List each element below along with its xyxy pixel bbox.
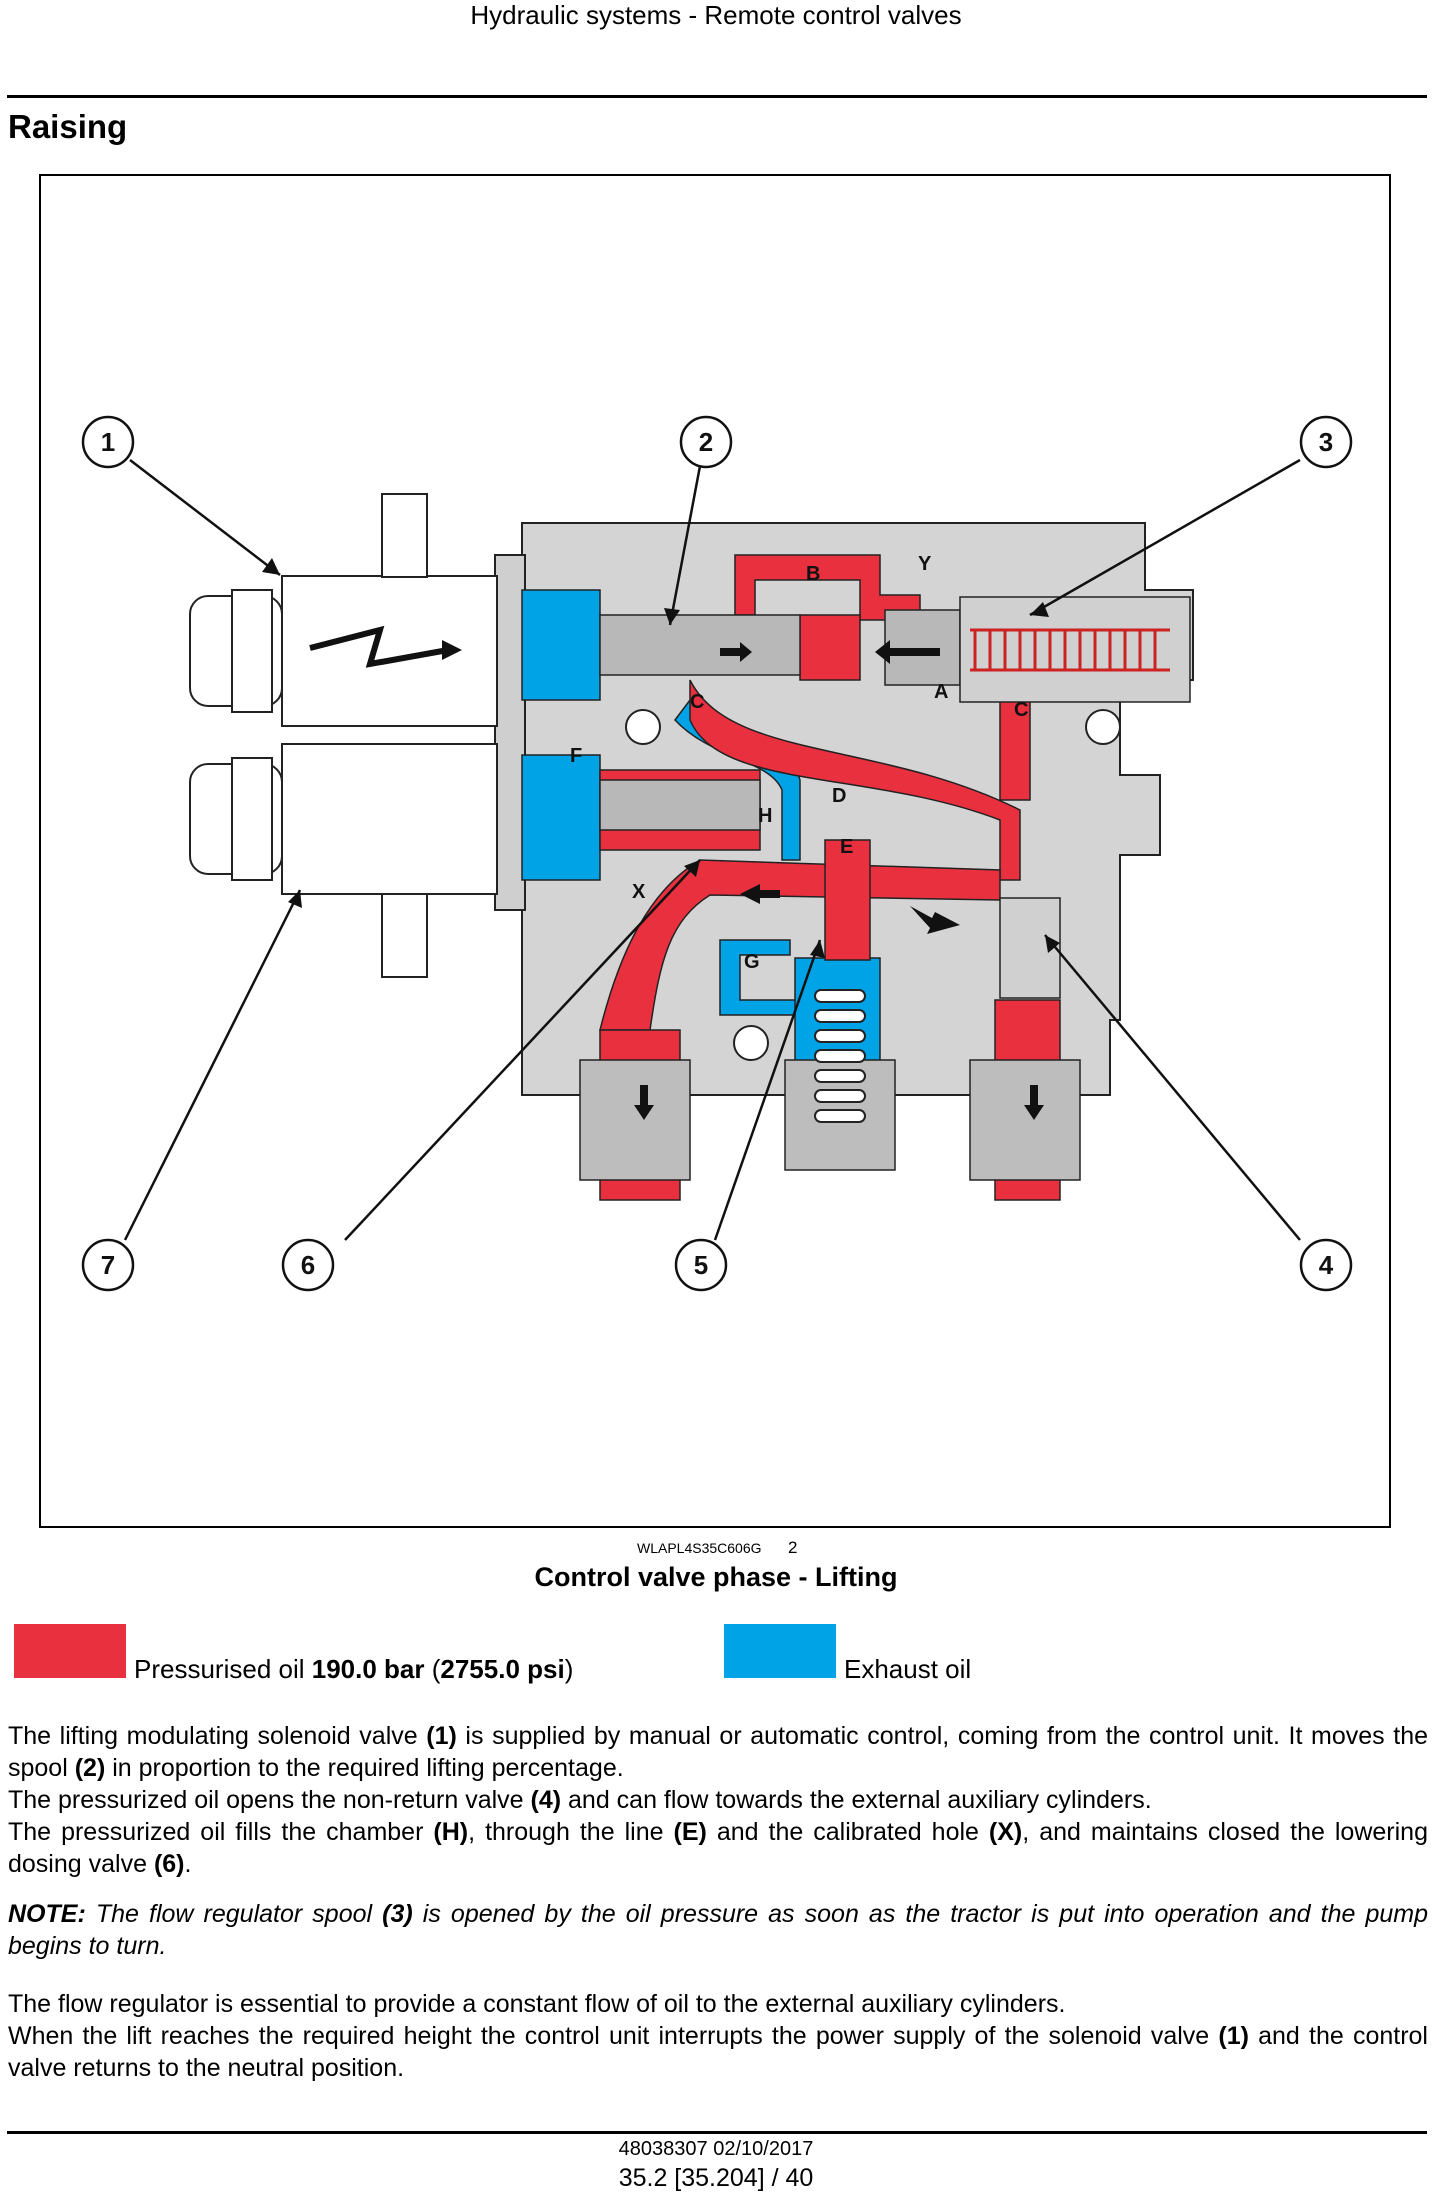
description-paragraph-3: The flow regulator is essential to provi… [8,1988,1428,2084]
p1-ref: (2) [74,1754,106,1782]
p1-ref: (6) [153,1850,185,1878]
note-ref: (3) [382,1900,413,1928]
port-label-e: E [840,836,853,858]
p1-text: . [184,1850,192,1878]
port-label-a: A [934,681,948,703]
pressurised-oil-legend: Pressurised oil 190.0 bar (2755.0 psi) [134,1654,573,1685]
p1-text: , through the line [468,1818,674,1846]
callout-3 [1299,415,1353,469]
figure-caption: Control valve phase - Lifting [534,1562,898,1592]
flow-regulator-spring [970,628,1170,672]
callout-6-label: 6 [301,1250,315,1280]
port-label-x: X [632,881,646,903]
port-label-f: F [570,745,582,767]
callout-2 [679,415,733,469]
callout-4 [1299,1238,1353,1292]
callout-leader-lines [123,458,1301,1241]
pressurised-oil-close-paren: ) [564,1654,574,1684]
p1-text: and the calibrated hole [706,1818,989,1846]
p1-text: , and maintains closed the lowering dosi… [8,1818,1428,1878]
p1-text: The pressurized oil fills the chamber [8,1818,434,1846]
footer-page-number: 35.2 [35.204] / 40 [618,2164,814,2192]
dosing-valve-spring [814,989,866,1123]
header-divider [7,95,1427,98]
exhaust-oil-legend: Exhaust oil [844,1654,972,1684]
callout-4-label: 4 [1319,1250,1334,1280]
p3-text: The flow regulator is essential to provi… [8,1990,1066,2018]
p1-ref: (E) [673,1818,707,1846]
note-text: is opened by the oil pressure as soon as… [8,1900,1428,1960]
port-label-c-left: C [690,691,704,713]
pressurised-oil-label: Pressurised oil [134,1654,305,1684]
callout-6 [281,1238,335,1292]
figure-frame [39,174,1391,1528]
callout-arrowheads [262,558,1060,958]
p1-text: in proportion to the required lifting pe… [105,1754,624,1782]
exhaust-oil-swatch [724,1624,836,1678]
callout-2-label: 2 [699,427,713,457]
callout-3-label: 3 [1319,427,1333,457]
callout-1 [81,415,135,469]
pressurised-oil-bar: 190.0 bar [311,1654,425,1684]
port-label-b: B [806,563,820,585]
pressurised-oil-open-paren: ( [424,1654,441,1684]
figure-code: WLAPL4S35C606G [637,1540,762,1556]
section-heading: Raising [8,108,128,145]
note-paragraph: NOTE: The flow regulator spool (3) is op… [8,1898,1428,1962]
p1-text: The pressurized oil opens the non-return… [8,1786,531,1814]
pressurised-oil-swatch [14,1624,126,1678]
p1-text: and can flow towards the external auxili… [561,1786,1152,1814]
p1-ref: (X) [988,1818,1023,1846]
p3-text: When the lift reaches the required heigh… [8,2022,1219,2050]
p1-text: is supplied by manual or automatic contr… [8,1722,1428,1782]
pressurised-oil-psi: 2755.0 psi [440,1654,565,1684]
p1-ref: (4) [530,1786,562,1814]
p1-ref: (1) [426,1722,457,1750]
callout-7-label: 7 [101,1250,115,1280]
callout-5 [674,1238,728,1292]
lightning-symbol [309,625,449,668]
body-holes [625,709,1121,1061]
mechanical-parts [579,596,1191,1181]
p1-ref: (H) [433,1818,469,1846]
figure-number: 2 [788,1538,798,1557]
footer-document-id: 48038307 02/10/2017 [618,2138,814,2160]
callout-7 [81,1238,135,1292]
port-label-y: Y [918,553,932,575]
callout-5-label: 5 [694,1250,708,1280]
solenoid-flange [494,554,526,911]
control-valve-diagram: B Y A C C F D H E X G [81,415,1353,1292]
footer-divider [7,2131,1427,2134]
port-label-c-right: C [1014,699,1028,721]
solenoid-2 [189,743,498,978]
flow-arrows [634,640,1044,1120]
port-label-d: D [832,785,846,807]
callout-1-label: 1 [101,427,115,457]
port-label-g: G [744,951,760,973]
note-label: NOTE: [8,1900,86,1928]
flow-regulator-spring-housing [959,596,1191,703]
p3-ref: (1) [1218,2022,1249,2050]
callout-circles [81,415,1353,1292]
p3-text: and the control valve returns to the neu… [8,2022,1428,2082]
solenoid-1 [189,493,498,727]
note-text: The flow regulator spool [85,1900,383,1928]
description-paragraph-1: The lifting modulating solenoid valve (1… [8,1720,1428,1880]
port-label-h: H [758,805,772,827]
page-header-title: Hydraulic systems - Remote control valve… [470,0,962,30]
p1-text: The lifting modulating solenoid valve [8,1722,427,1750]
